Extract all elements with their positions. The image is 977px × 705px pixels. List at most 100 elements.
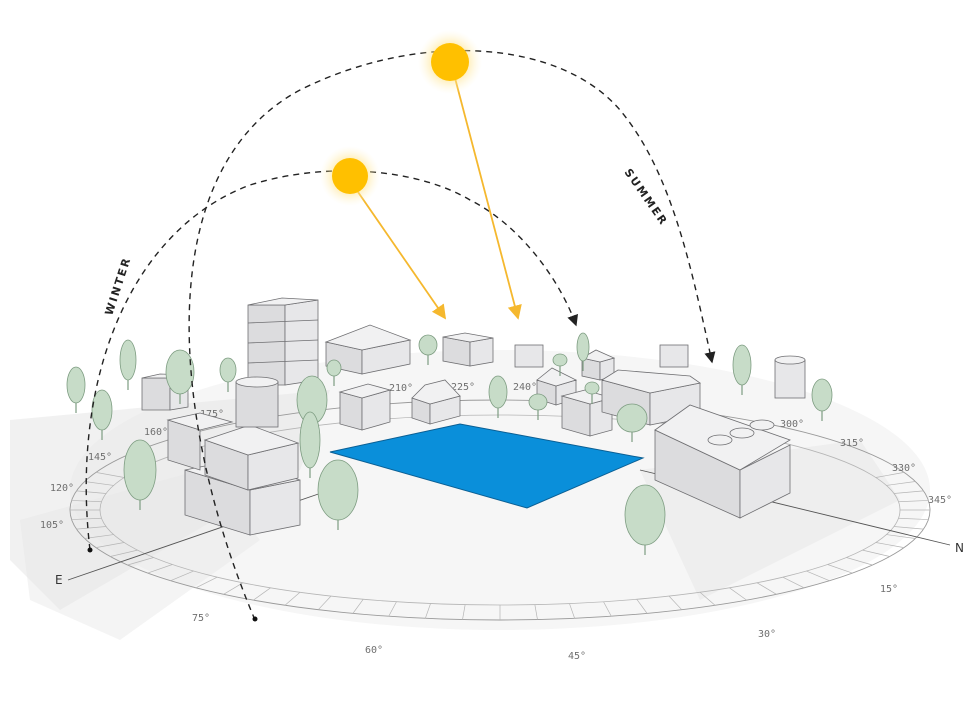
tree-crown	[576, 332, 590, 362]
compass-tick	[782, 576, 805, 589]
compass-tick	[76, 490, 107, 494]
tree-crown	[299, 411, 321, 469]
degree-label: 120°	[50, 483, 74, 494]
summer-label: SUMMER	[622, 166, 671, 228]
compass-tick	[170, 570, 194, 582]
compass-tick	[898, 517, 929, 520]
tree-crown	[66, 366, 86, 404]
compass-tick	[95, 542, 125, 548]
building-cylinder	[235, 376, 279, 428]
compass-tick	[875, 472, 905, 478]
compass-tick	[699, 592, 716, 606]
winter-path	[85, 170, 578, 551]
degree-label: 345°	[928, 495, 952, 506]
degree-label: 45°	[568, 651, 586, 662]
tree-crown	[91, 389, 113, 431]
sun-icon	[418, 30, 482, 94]
winter-ray	[357, 191, 447, 320]
degree-label: 175°	[200, 409, 224, 420]
compass-tick	[425, 603, 431, 619]
tree-crown	[219, 357, 237, 383]
degree-label: 15°	[880, 584, 898, 595]
degree-label: 60°	[365, 645, 383, 656]
tree-crown	[119, 339, 137, 381]
building-right-factory	[654, 404, 791, 519]
summer-path	[188, 49, 716, 621]
tree-crown	[165, 349, 195, 395]
compass-tick	[668, 595, 682, 610]
degree-label: 75°	[192, 613, 210, 624]
solar-rays	[357, 77, 522, 320]
sun-paths	[85, 49, 716, 621]
compass-tick	[886, 481, 916, 486]
compass-tick	[147, 564, 173, 574]
compass-tick	[827, 564, 853, 574]
tree-crown	[616, 403, 648, 433]
buildings	[141, 297, 806, 536]
winter-path-start	[87, 547, 93, 553]
degree-label: 240°	[513, 382, 537, 393]
compass-tick	[284, 592, 301, 606]
degree-label: 30°	[758, 629, 776, 640]
degree-label: 160°	[144, 427, 168, 438]
compass-tick	[886, 534, 916, 539]
compass-tick	[756, 582, 777, 595]
north-label: N	[955, 541, 964, 555]
degree-label: 330°	[892, 463, 916, 474]
compass-tick	[893, 490, 924, 494]
compass-tick	[253, 587, 271, 601]
tree-crown	[317, 459, 359, 521]
compass-tick	[76, 526, 107, 530]
tree-crown	[528, 393, 548, 411]
tree-crown	[584, 381, 600, 395]
compass-tick	[729, 587, 747, 601]
tree-crown	[552, 353, 568, 367]
compass-tick	[110, 549, 138, 557]
compass-tick	[898, 500, 929, 503]
summer-ray	[454, 77, 522, 320]
tree-crown	[418, 334, 438, 356]
tree-crown	[811, 378, 833, 412]
compass-tick	[806, 570, 830, 582]
tree-crown	[123, 439, 157, 501]
compass-tick	[318, 595, 332, 610]
compass-tick	[893, 526, 924, 530]
compass-tick	[862, 549, 890, 557]
degree-label: 210°	[389, 383, 413, 394]
compass-tick	[95, 472, 125, 478]
east-label: E	[55, 573, 63, 587]
compass-tick	[195, 576, 218, 589]
summer-path-start	[252, 616, 258, 622]
site-panel	[329, 423, 645, 509]
degree-label: 105°	[40, 520, 64, 531]
compass-tick	[534, 604, 538, 620]
compass-tick	[462, 604, 466, 620]
building-left-complex	[166, 412, 301, 536]
degree-label: 145°	[88, 452, 112, 463]
tree-crown	[732, 344, 752, 386]
tree-crown	[624, 484, 666, 546]
compass-tick	[846, 557, 873, 566]
sun-icon	[320, 146, 380, 206]
degree-label: 315°	[840, 438, 864, 449]
compass-tick	[223, 582, 244, 595]
compass-tick	[875, 542, 905, 548]
trees	[66, 332, 833, 555]
compass-tick	[71, 517, 102, 520]
degree-labels: 345° 330° 315° 300° 240° 225° 210° 175° …	[40, 382, 952, 662]
compass-tick	[352, 599, 364, 614]
compass-tick	[603, 601, 612, 617]
tree-crown	[326, 359, 342, 377]
compass-tick	[569, 603, 575, 619]
compass-tick	[84, 534, 114, 539]
compass-tick	[127, 557, 154, 566]
building-tower	[247, 297, 319, 386]
tree-crown	[488, 375, 508, 409]
degree-label: 300°	[780, 419, 804, 430]
winter-label: WINTER	[102, 255, 133, 317]
compass-tick	[84, 481, 114, 486]
degree-label: 225°	[451, 382, 475, 393]
compass-tick	[388, 601, 397, 617]
compass-tick	[636, 599, 648, 614]
